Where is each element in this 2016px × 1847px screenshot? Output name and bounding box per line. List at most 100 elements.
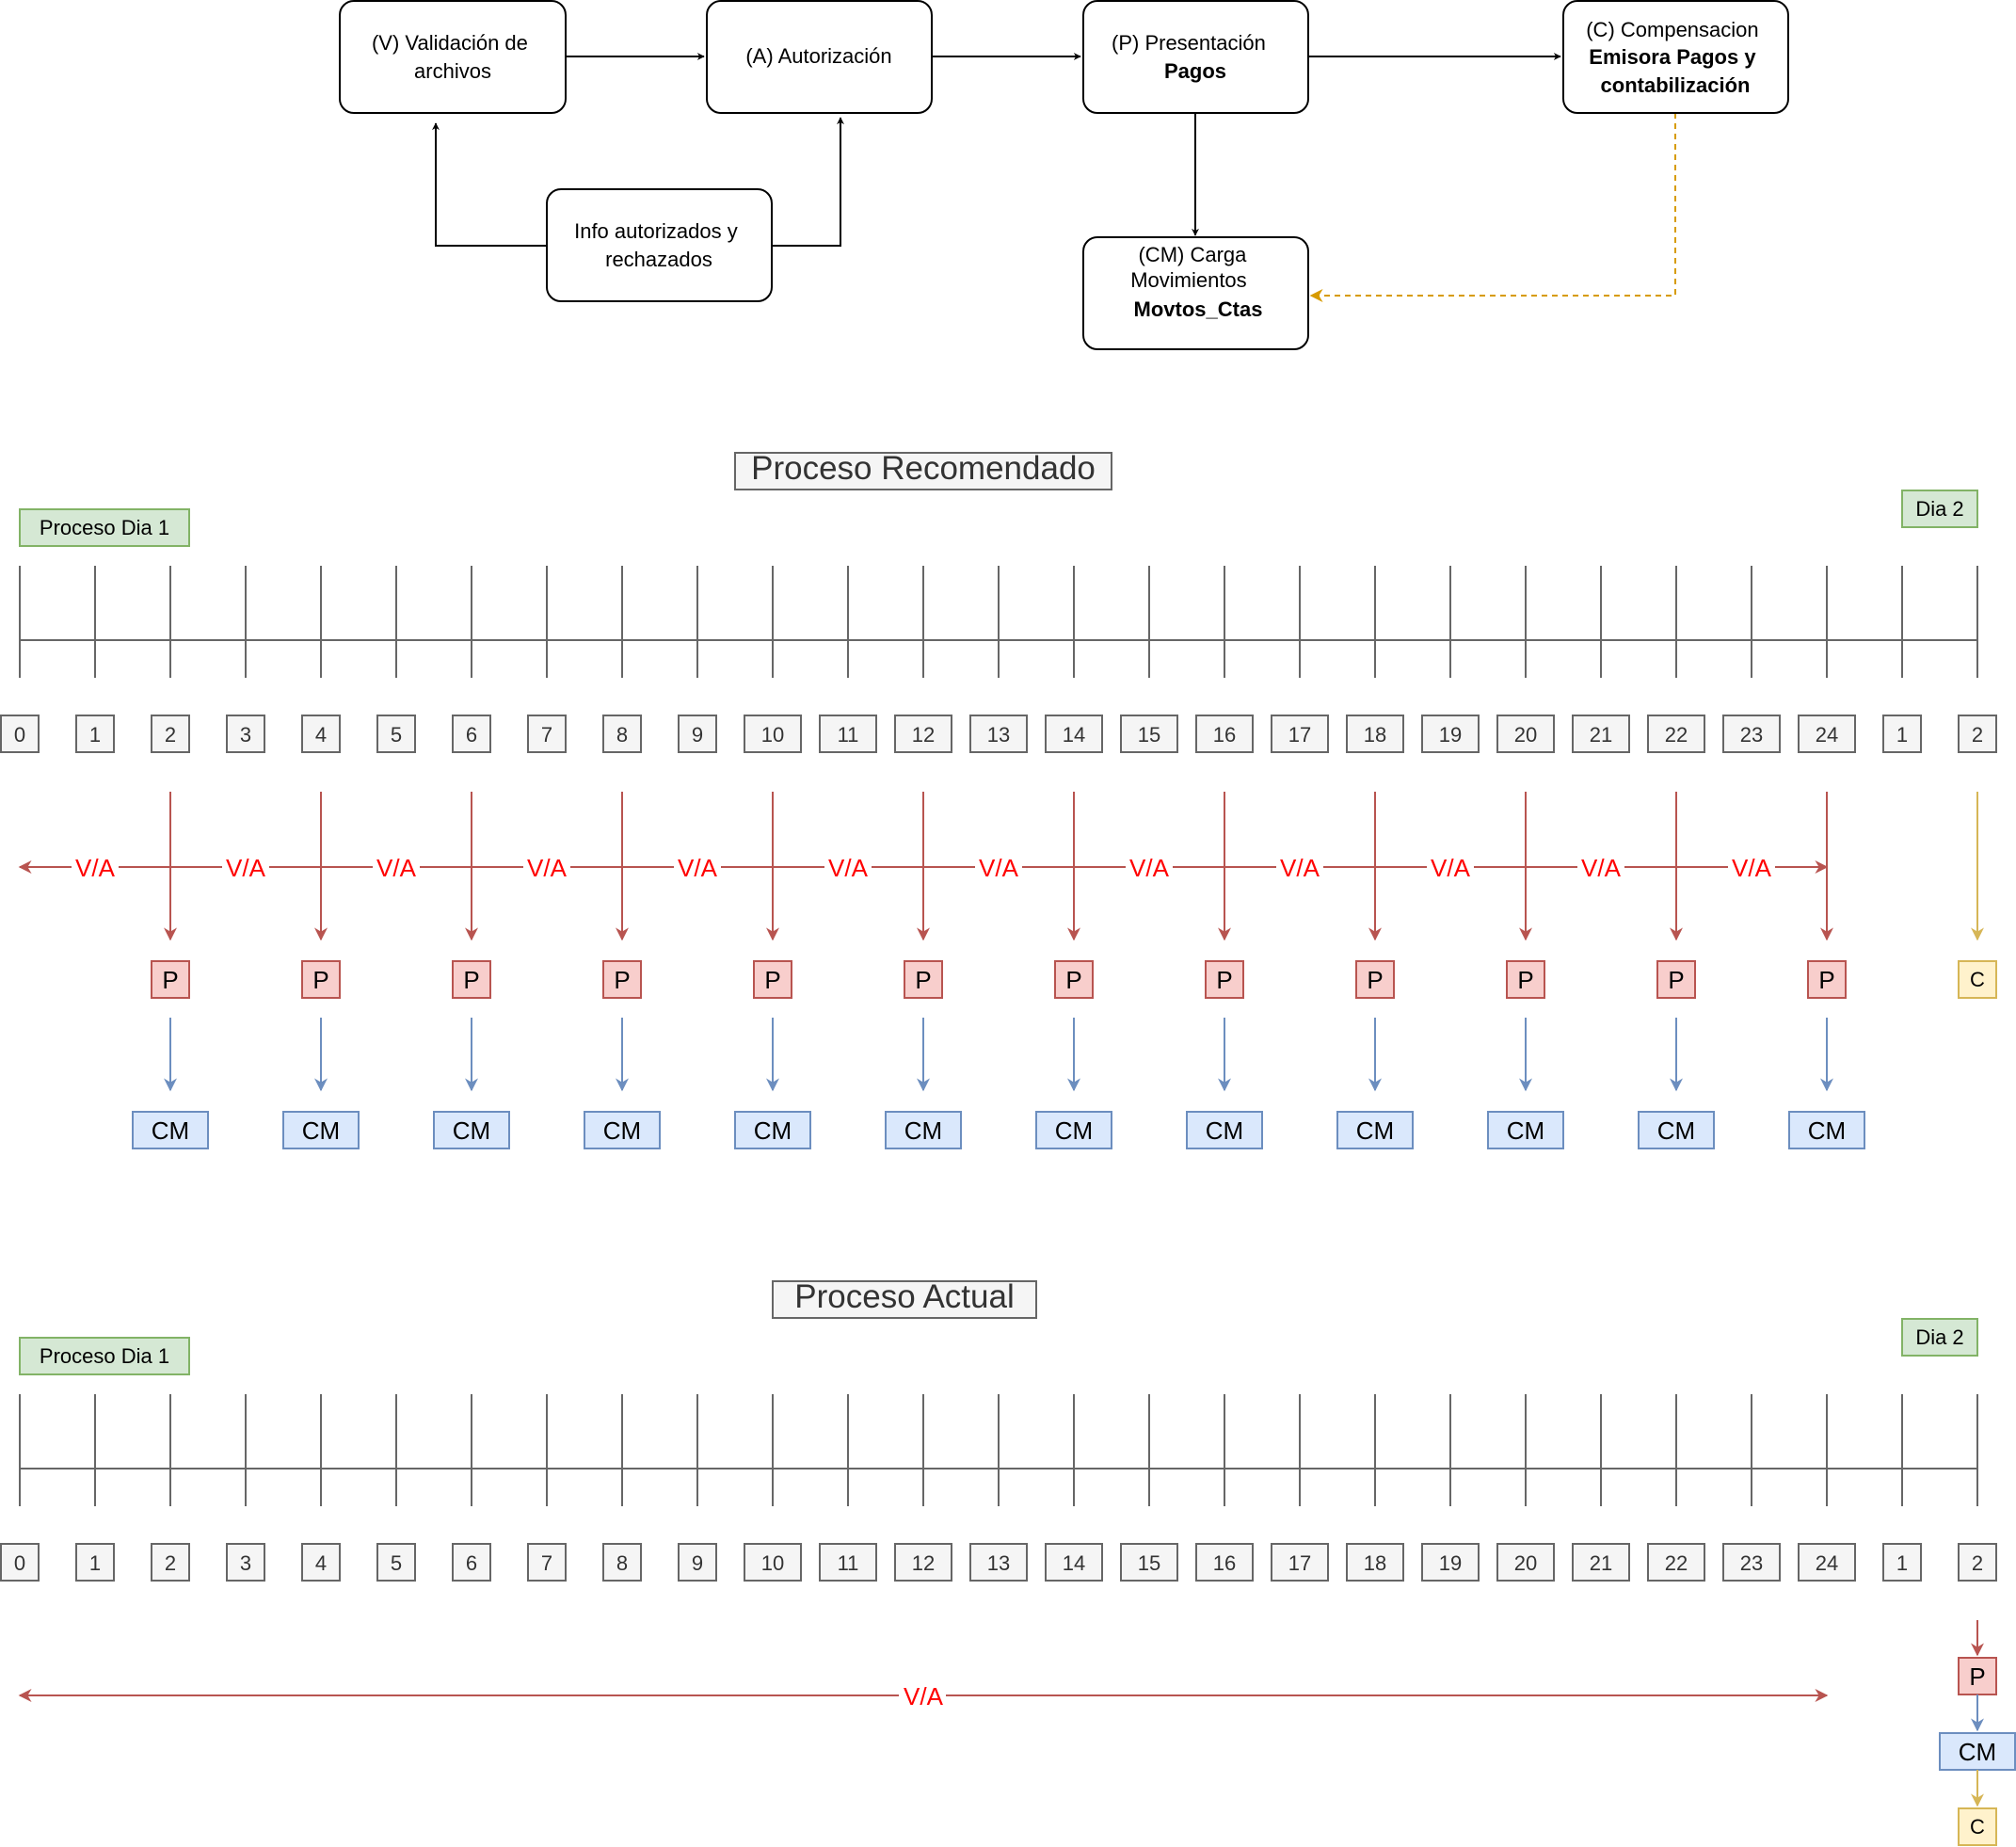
recomendado-p-label: P (1668, 966, 1684, 994)
recomendado-va-label-bg (975, 855, 1022, 879)
actual-va-arrow: V/A (18, 1682, 1829, 1710)
recomendado-hour-box (75, 715, 115, 753)
actual-hour-label: 12 (912, 1551, 935, 1575)
actual-hour-label: 8 (616, 1551, 628, 1575)
recomendado-va-label-bg (1427, 855, 1474, 879)
recomendado-va-label-bg (824, 855, 872, 879)
recomendado-c-label: C (1970, 968, 1985, 991)
recomendado-title-text: Proceso Recomendado (751, 450, 1096, 487)
recomendado-hour-label: 6 (466, 723, 477, 747)
actual-hour-label: 15 (1138, 1551, 1160, 1575)
validacion-line-1: (V) Validación de (372, 31, 528, 55)
recomendado-hour-label: 23 (1740, 723, 1763, 747)
recomendado-hour-box (678, 715, 717, 753)
recomendado-hour-box (1958, 715, 1997, 753)
recomendado-p-label: P (162, 966, 178, 994)
svg-text:(CM) Carga Movimientos: (CM) Carga Movimientos Movtos_Ctas (1130, 243, 1262, 321)
info-line-1: Info autorizados y (574, 219, 738, 243)
presentacion-node: (P) Presentación Pagos (1082, 0, 1309, 114)
actual-hour-box (1271, 1543, 1329, 1582)
validacion-node: (V) Validación de archivos (339, 0, 567, 114)
recomendado-p-box (151, 960, 190, 999)
actual-c-box: C (1958, 1807, 1997, 1846)
recomendado-hour-label: 14 (1063, 723, 1085, 747)
recomendado-cm-label: CM (1206, 1116, 1243, 1145)
recomendado-day2-label: Dia 2 (1901, 490, 1978, 528)
recomendado-hour-label: 13 (987, 723, 1010, 747)
recomendado-va-label: V/A (527, 854, 568, 882)
recomendado-va-label-bg (1126, 855, 1173, 879)
recomendado-hour-label: 3 (240, 723, 251, 747)
actual-hour-label: 17 (1288, 1551, 1311, 1575)
actual-hour-label: 4 (315, 1551, 327, 1575)
recomendado-hour-label: 5 (391, 723, 402, 747)
recomendado-hour-label: 4 (315, 723, 327, 747)
recomendado-cm-box (1336, 1111, 1414, 1149)
actual-hour-box (301, 1543, 341, 1582)
info-line-2: rechazados (605, 248, 712, 271)
recomendado-cm-box (584, 1111, 661, 1149)
actual-hour-label: 6 (466, 1551, 477, 1575)
actual-hour-box (894, 1543, 952, 1582)
svg-text:(C) Compensacion Emiso: (C) Compensacion Emisora Pagos y contabi… (1586, 18, 1765, 97)
actual-hour-label: 3 (240, 1551, 251, 1575)
recomendado-hour-label: 10 (761, 723, 784, 747)
svg-text:(A) Autorización: (A) Autorización (745, 44, 891, 68)
recomendado-hour-label: 17 (1288, 723, 1311, 747)
recomendado-hour-label: 22 (1665, 723, 1688, 747)
actual-hour-label: 5 (391, 1551, 402, 1575)
actual-hour-label: 10 (761, 1551, 784, 1575)
actual-hour-box (678, 1543, 717, 1582)
actual-hour-box (1045, 1543, 1103, 1582)
recomendado-hour-box (894, 715, 952, 753)
recomendado-va-label: V/A (828, 854, 869, 882)
recomendado-cm-label: CM (603, 1116, 641, 1145)
recomendado-hour-label: 2 (1972, 723, 1983, 747)
compensacion-node: (C) Compensacion Emisora Pagos y contabi… (1562, 0, 1789, 114)
recomendado-hour-box (1722, 715, 1781, 753)
recomendado-p-box (1656, 960, 1696, 999)
autorizacion-line-1: (A) Autorización (745, 44, 891, 68)
recomendado-hour-box (1572, 715, 1630, 753)
actual-hour-box (1647, 1543, 1705, 1582)
recomendado-hour-label: 24 (1816, 723, 1838, 747)
recomendado-va-label: V/A (1280, 854, 1320, 882)
actual-day2-text: Dia 2 (1915, 1325, 1963, 1349)
actual-hour-box (226, 1543, 265, 1582)
info-node: Info autorizados y rechazados (546, 188, 773, 302)
actual-hour-label: 9 (692, 1551, 703, 1575)
recomendado-hour-label: 16 (1213, 723, 1236, 747)
presentacion-bold-1: Pagos (1164, 59, 1226, 83)
recomendado-p-box (301, 960, 341, 999)
recomendado-day2-text: Dia 2 (1915, 497, 1963, 521)
recomendado-p-label: P (1065, 966, 1081, 994)
actual-hour-box (602, 1543, 642, 1582)
recomendado-va-label-bg (1276, 855, 1323, 879)
recomendado-va-label-bg (373, 855, 420, 879)
recomendado-hour-box (1045, 715, 1103, 753)
recomendado-p-box (1506, 960, 1545, 999)
recomendado-cm-box (1186, 1111, 1263, 1149)
recomendado-hour-box (744, 715, 802, 753)
actual-hour-label: 1 (89, 1551, 101, 1575)
recomendado-hour-box (452, 715, 491, 753)
presentacion-line-1: (P) Presentación (1112, 31, 1266, 55)
actual-p-label: P (1969, 1662, 1985, 1691)
actual-hour-box (1496, 1543, 1555, 1582)
recomendado-p-label: P (312, 966, 328, 994)
recomendado-hour-label: 0 (14, 723, 25, 747)
recomendado-title: Proceso Recomendado (734, 450, 1112, 490)
recomendado-va-label: V/A (376, 854, 417, 882)
recomendado-p-label: P (614, 966, 630, 994)
recomendado-p-label: P (1818, 966, 1834, 994)
actual-day1-text: Proceso Dia 1 (40, 1344, 169, 1368)
edge-compensacion-carga (1309, 113, 1676, 302)
carga-line-2: Movimientos (1130, 268, 1246, 292)
recomendado-hour-box (1195, 715, 1254, 753)
recomendado-hour-box (1271, 715, 1329, 753)
actual-hour-label: 2 (165, 1551, 176, 1575)
recomendado-hour-box (301, 715, 341, 753)
carga-bold-1: Movtos_Ctas (1134, 297, 1263, 321)
actual-hour-label: 18 (1364, 1551, 1386, 1575)
